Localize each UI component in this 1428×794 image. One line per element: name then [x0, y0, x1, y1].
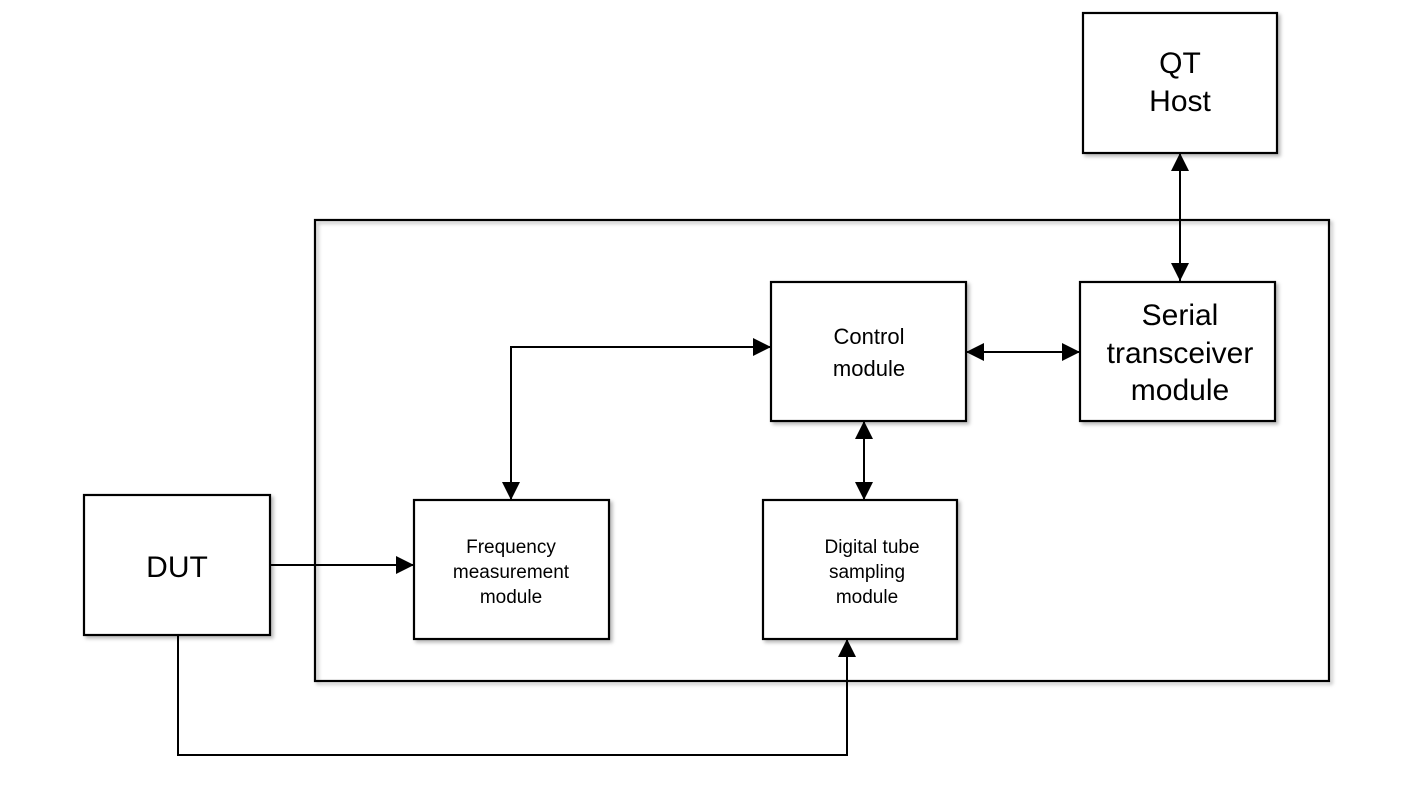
frequency-label-line-2: measurement	[453, 562, 570, 583]
digital-tube-label-line-3: module	[836, 587, 898, 608]
connector-frequency-control	[502, 338, 771, 500]
dut-block: DUT	[82, 493, 272, 637]
qt-host-label-line-1: QT	[1159, 47, 1201, 80]
frequency-label-line-3: module	[480, 587, 542, 608]
frequency-measurement-block: Frequency measurement module	[412, 498, 611, 641]
connector-dut-digitaltube	[177, 635, 856, 756]
serial-label-line-2: transceiver	[1107, 337, 1254, 370]
serial-label-line-1: Serial	[1142, 299, 1219, 332]
serial-transceiver-block: Serial transceiver module	[1078, 280, 1277, 423]
system-frame	[313, 218, 1331, 683]
dut-label: DUT	[146, 551, 208, 584]
serial-label-line-3: module	[1131, 374, 1229, 407]
frequency-label-line-1: Frequency	[466, 537, 556, 558]
qt-host-block: QT Host	[1081, 11, 1279, 155]
digital-tube-sampling-block: Digital tube sampling module	[761, 498, 959, 641]
control-label-line-1: Control	[834, 324, 905, 349]
qt-host-label-line-2: Host	[1149, 85, 1211, 118]
digital-tube-label-line-1: Digital tube	[824, 537, 919, 558]
control-label-line-2: module	[833, 356, 905, 381]
control-module-block: Control module	[769, 280, 968, 423]
digital-tube-label-line-2: sampling	[829, 562, 905, 583]
